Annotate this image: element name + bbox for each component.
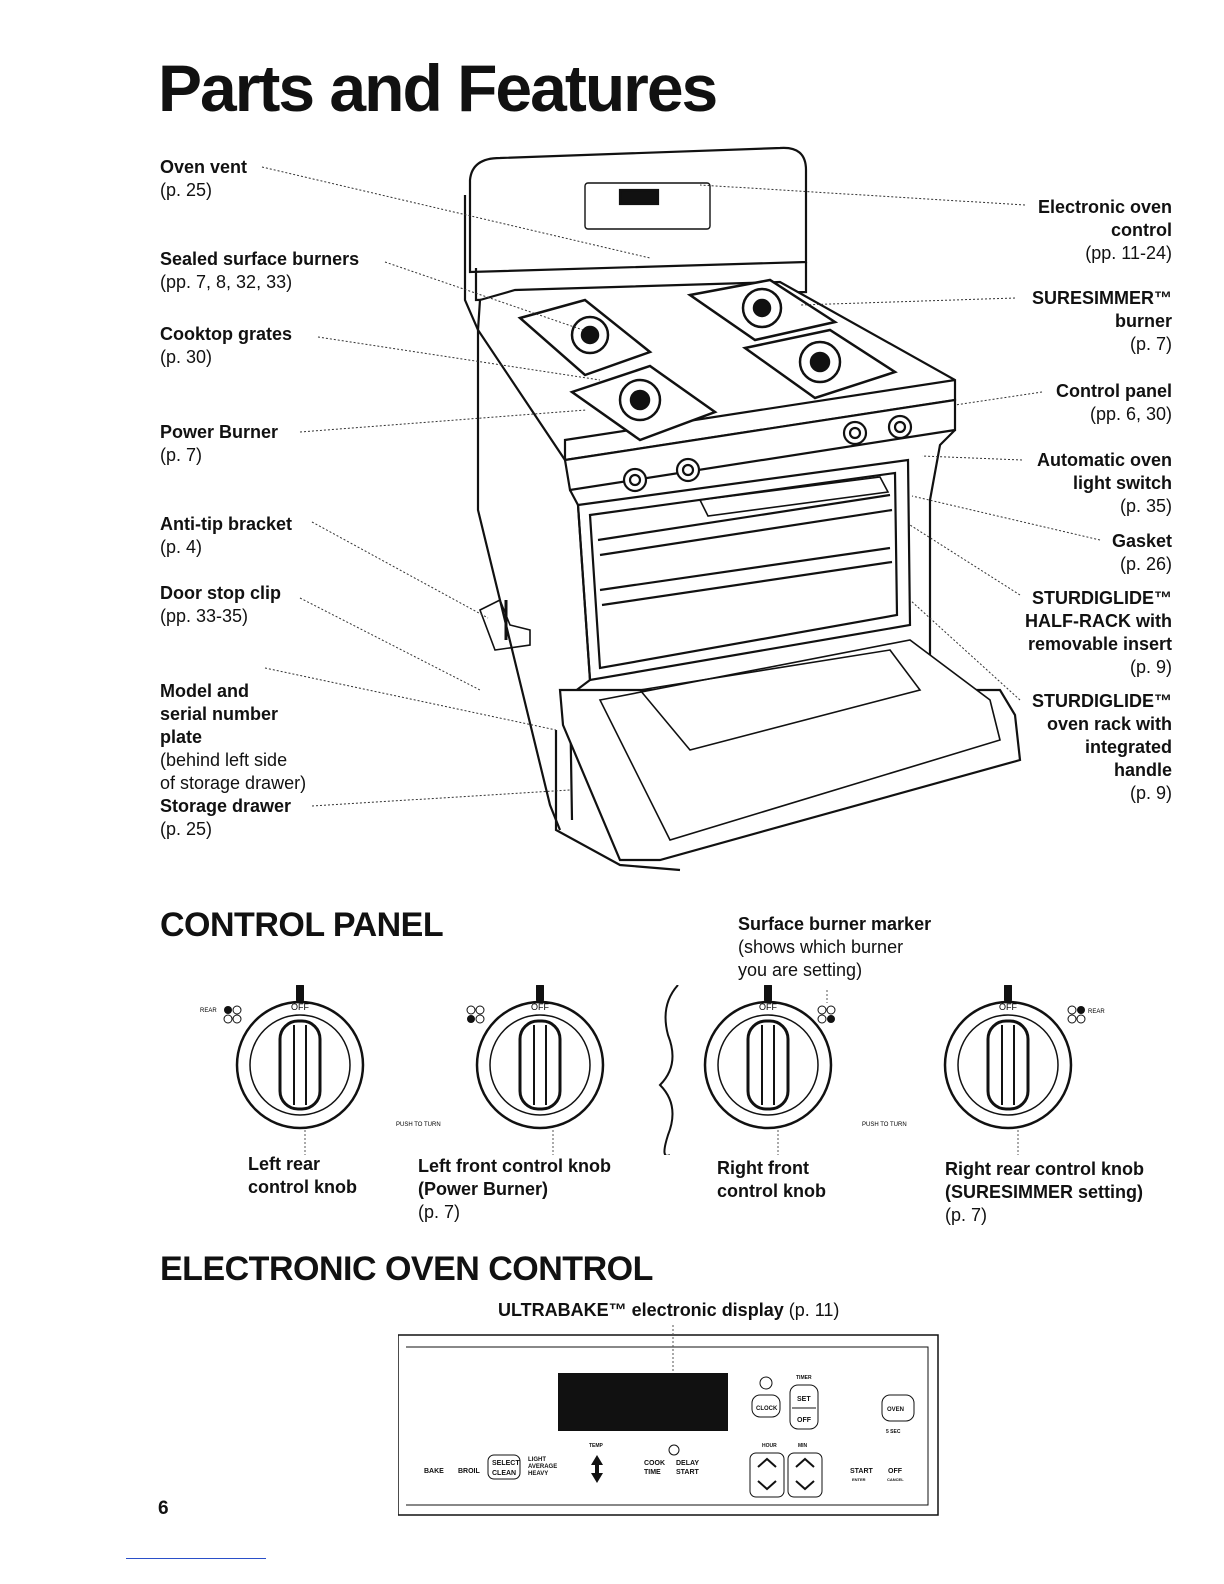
page-title: Parts and Features	[158, 51, 718, 125]
page-number: 6	[158, 1498, 169, 1519]
broil-label: BROIL	[458, 1468, 481, 1475]
label-anti-tip-bracket: Anti-tip bracket(p. 4)	[160, 514, 293, 557]
label-right-front-knob: Right front control knob	[717, 1158, 826, 1201]
average-label: AVERAGE	[528, 1464, 557, 1470]
start2-label: START	[850, 1468, 874, 1475]
light-label: LIGHT	[528, 1457, 546, 1463]
label-power-burner: Power Burner(p. 7)	[160, 422, 279, 465]
select-clean-button[interactable]	[487, 1454, 521, 1480]
label-surface-burner-marker: Surface burner marker (shows which burne…	[738, 914, 932, 980]
sec-label: 5 SEC	[886, 1429, 901, 1435]
knob1-rear-text: REAR	[200, 1008, 217, 1014]
label-cooktop-grates: Cooktop grates(p. 30)	[160, 324, 293, 367]
label-electronic-oven-control: Electronic oven control(pp. 11-24)	[1037, 197, 1172, 263]
time-label: TIME	[644, 1469, 661, 1476]
label-left-rear-knob: Left rear control knob	[248, 1154, 357, 1197]
control-knobs-illustration: OFF REAR OFF PUSH TO TURN OFF PUSH TO TU…	[200, 985, 1105, 1155]
temp-label: TEMP	[589, 1443, 604, 1449]
knob2-off-text: OFF	[531, 1002, 549, 1012]
label-suresimmer-burner: SURESIMMER™ burner(p. 7)	[1031, 288, 1172, 354]
start-label: START	[676, 1469, 700, 1476]
temp-up-down-button[interactable]	[591, 1455, 603, 1483]
off-label: OFF	[797, 1417, 812, 1424]
label-gasket: Gasket(p. 26)	[1111, 531, 1172, 574]
label-sturdiglide-half-rack: STURDIGLIDE™ HALF-RACK with removable in…	[1025, 588, 1172, 677]
clock-label: CLOCK	[756, 1406, 778, 1412]
electronic-control-panel: BAKE BROIL SELECT CLEAN LIGHT AVERAGE HE…	[398, 1325, 939, 1516]
label-sealed-surface-burners: Sealed surface burners(pp. 7, 8, 32, 33)	[160, 249, 360, 292]
clock-button[interactable]	[751, 1394, 781, 1418]
control-panel-heading: CONTROL PANEL	[160, 906, 444, 944]
min-label: MIN	[798, 1443, 808, 1449]
hour-label: HOUR	[762, 1443, 777, 1449]
label-automatic-oven-light-switch: Automatic oven light switch(p. 35)	[1036, 450, 1172, 516]
delay-label: DELAY	[676, 1460, 699, 1467]
label-left-front-knob: Left front control knob (Power Burner) (…	[418, 1156, 611, 1222]
min-up-down-button[interactable]	[787, 1452, 823, 1498]
hour-up-down-button[interactable]	[749, 1452, 785, 1498]
timer-label: TIMER	[796, 1375, 812, 1381]
electronic-control-heading: ELECTRONIC OVEN CONTROL	[160, 1250, 653, 1288]
oven-light-button[interactable]	[881, 1394, 915, 1422]
label-door-stop-clip: Door stop clip(pp. 33-35)	[160, 583, 281, 626]
label-control-panel: Control panel(pp. 6, 30)	[1056, 381, 1172, 424]
cancel-label: CANCEL	[887, 1477, 904, 1482]
clock-icon	[759, 1376, 773, 1390]
range-illustration	[261, 146, 1101, 872]
knob3-push-text: PUSH TO TURN	[862, 1122, 907, 1128]
set-label: SET	[797, 1396, 811, 1403]
cook-label: COOK	[644, 1460, 665, 1467]
label-right-rear-knob: Right rear control knob (SURESIMMER sett…	[945, 1159, 1145, 1225]
knob4-rear-text: REAR	[1088, 1009, 1105, 1015]
bake-label: BAKE	[424, 1468, 444, 1475]
label-sturdiglide-oven-rack: STURDIGLIDE™ oven rack with integrated h…	[1031, 691, 1172, 803]
heavy-label: HEAVY	[528, 1471, 548, 1477]
enter-label: ENTER	[852, 1477, 866, 1482]
timer-set-off-button[interactable]	[789, 1384, 819, 1430]
knob4-off-text: OFF	[999, 1002, 1017, 1012]
select-label: SELECT	[492, 1460, 520, 1467]
label-oven-vent: Oven vent(p. 25)	[160, 157, 248, 200]
off2-label: OFF	[888, 1468, 903, 1475]
knob3-off-text: OFF	[759, 1002, 777, 1012]
label-ultrabake-display: ULTRABAKE™ electronic display (p. 11)	[498, 1300, 840, 1320]
label-storage-drawer: Storage drawer(p. 25)	[160, 796, 292, 839]
clean-label: CLEAN	[492, 1470, 516, 1477]
oven-label: OVEN	[887, 1407, 904, 1413]
label-model-serial-plate: Model and serial number plate(behind lef…	[160, 681, 307, 793]
footer-rule	[126, 1558, 266, 1559]
ultrabake-display	[558, 1373, 728, 1431]
knob1-off-text: OFF	[291, 1002, 309, 1012]
knob2-push-text: PUSH TO TURN	[396, 1122, 441, 1128]
